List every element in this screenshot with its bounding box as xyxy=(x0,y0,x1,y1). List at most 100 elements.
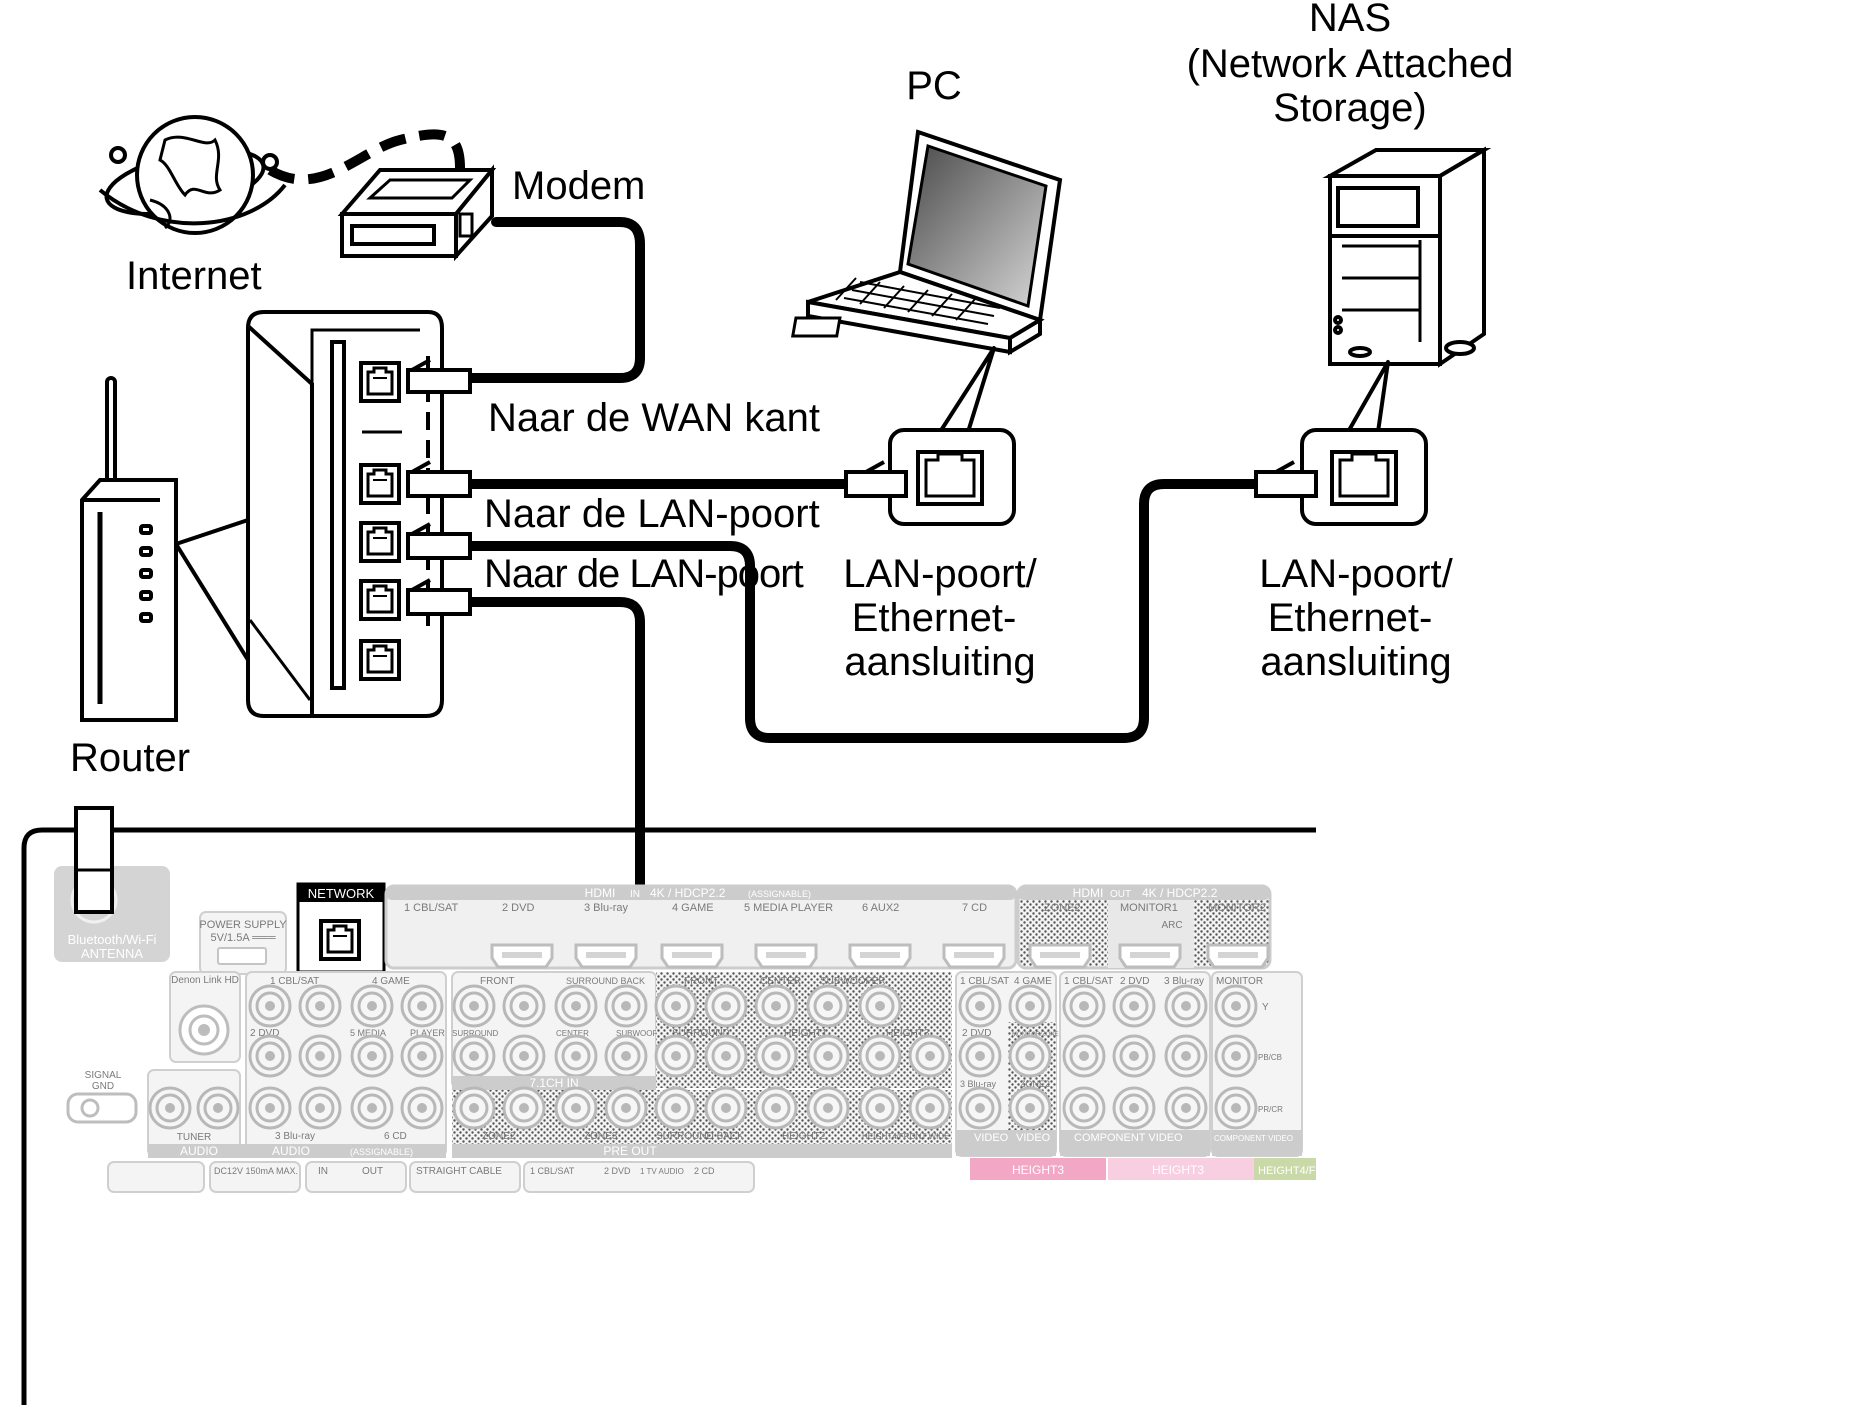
modem-label: Modem xyxy=(512,164,646,208)
denon-link-label: Denon Link HD xyxy=(171,975,239,986)
nas-label-line3: Storage) xyxy=(1273,86,1427,130)
power-supply-label-2: 5V/1.5A ═══ xyxy=(211,932,276,944)
pc-port-label-line2: Ethernet- xyxy=(851,596,1017,640)
nas-ethernet-port-box xyxy=(1254,428,1428,526)
nas-port-label-line3: aansluiting xyxy=(1260,640,1452,684)
video-3-label: 3 Blu-ray xyxy=(960,1079,997,1089)
wan-side-label: Naar de WAN kant xyxy=(488,396,820,440)
height3-r-label: HEIGHT3 xyxy=(1012,1163,1064,1177)
nas-tower-icon xyxy=(1322,146,1492,368)
video-out-label: VIDEO xyxy=(1016,1132,1051,1144)
pre-subwoofer-label: SUBWOOFER xyxy=(820,976,886,987)
bt-antenna-label-2: ANTENNA xyxy=(81,946,143,961)
signal-gnd-label-1: SIGNAL xyxy=(85,1070,122,1081)
audio-in-2-label: 2 DVD xyxy=(250,1028,279,1039)
surround-back-label: SURROUND BACK xyxy=(566,976,645,986)
zone3-label: ZONE3 xyxy=(584,1131,618,1142)
video-1-label: 1 CBL/SAT xyxy=(960,976,1009,987)
receiver-rear-panel: Bluetooth/Wi-Fi ANTENNA POWER SUPPLY 5V/… xyxy=(21,806,1323,1405)
video-4-label: 4 GAME xyxy=(1014,976,1052,987)
rj45-plug-icon xyxy=(1254,460,1318,498)
audio-in-6-label: 6 CD xyxy=(384,1131,407,1142)
hdmi-input-7-label: 7 CD xyxy=(962,902,987,914)
surround-label: SURROUND xyxy=(452,1029,498,1038)
router-label: Router xyxy=(70,736,191,780)
hdmi-output-2-label: MONITOR1 xyxy=(1120,902,1178,914)
audio-in-5-label: 5 MEDIA xyxy=(350,1028,386,1038)
cd-bottom-label: 2 CD xyxy=(694,1166,715,1176)
pre-front-label: FRONT xyxy=(684,976,718,987)
audio-in-4-label: 4 GAME xyxy=(372,976,410,987)
signal-gnd-label-2: GND xyxy=(92,1081,114,1092)
arc-label: ARC xyxy=(1161,920,1182,931)
network-port-label: NETWORK xyxy=(308,886,375,901)
globe-icon xyxy=(98,115,287,235)
comp-out-label: COMPONENT VIDEO xyxy=(1214,1134,1293,1143)
audio-in-player-label: PLAYER xyxy=(410,1028,445,1038)
front-label: FRONT xyxy=(480,976,514,987)
hdmi-input-2-label: 2 DVD xyxy=(502,902,534,914)
hdmi-input-1-label: 1 CBL/SAT xyxy=(404,902,458,914)
zone2-label: ZONE2 xyxy=(482,1131,516,1142)
ch71-in-label: 7.1CH IN xyxy=(529,1076,578,1090)
monitor-zone2-label: MONITOR/ZONE2 xyxy=(1012,1032,1063,1038)
cable-router-nas xyxy=(470,479,1256,743)
nas-port-label-line1: LAN-poort/ xyxy=(1259,552,1453,596)
height2-label: HEIGHT2 xyxy=(782,1131,826,1142)
tv-audio-label: 1 TV AUDIO xyxy=(640,1167,684,1176)
video-zone2-label: ZONE2 xyxy=(1020,1079,1050,1089)
height1-label: HEIGHT1 xyxy=(784,1028,828,1039)
height4-fr-label: HEIGHT4/FR xyxy=(1258,1165,1323,1177)
hdmi-out-label: HDMI xyxy=(1073,886,1104,900)
cbl-sat-bottom-label: 1 CBL/SAT xyxy=(530,1166,575,1176)
trigger-out-badge: OUT xyxy=(362,1166,383,1177)
rj45-plug-icon xyxy=(844,460,908,498)
pb-label: PB/CB xyxy=(1258,1053,1282,1062)
bt-antenna-label-1: Bluetooth/Wi-Fi xyxy=(68,932,157,947)
straight-cable-label: STRAIGHT CABLE xyxy=(416,1166,502,1177)
power-supply-label-1: POWER SUPPLY xyxy=(199,919,287,931)
hdmi-input-5-label: 5 MEDIA PLAYER xyxy=(744,902,833,914)
hdmi-input-3-label: 3 Blu-ray xyxy=(584,902,629,914)
laptop-icon xyxy=(790,129,1063,356)
monitor-label: MONITOR xyxy=(1216,976,1263,987)
cable-internet-modem xyxy=(267,129,465,185)
nas-port-label-line2: Ethernet- xyxy=(1267,596,1433,640)
hdmi-output-1-label: ZONE2 xyxy=(1044,902,1081,914)
subwoofer-label: SUBWOOFER xyxy=(616,1029,669,1038)
hdmi-in-badge: IN xyxy=(630,889,640,900)
internet-label: Internet xyxy=(126,254,262,298)
tuner-label: TUNER xyxy=(177,1132,211,1143)
rj45-plug-icon xyxy=(406,358,472,616)
router-callout xyxy=(174,518,250,662)
dvd-bottom-label: 2 DVD xyxy=(604,1166,631,1176)
lan-port-label-2: Naar de LAN-poort xyxy=(484,552,804,596)
audio-in-1-label: 1 CBL/SAT xyxy=(270,976,319,987)
pc-port-label-line1: LAN-poort/ xyxy=(843,552,1037,596)
height3-label: HEIGHT3 xyxy=(886,1028,930,1039)
audio-assignable-label: (ASSIGNABLE) xyxy=(350,1147,413,1157)
router-icon xyxy=(80,376,178,722)
pre-surround-back-label: SURROUND BACK xyxy=(656,1131,744,1142)
hdmi-output-3-label: MONITOR2 xyxy=(1208,902,1266,914)
comp-2-label: 2 DVD xyxy=(1120,976,1149,987)
pr-label: PR/CR xyxy=(1258,1105,1283,1114)
comp-3-label: 3 Blu-ray xyxy=(1164,976,1204,987)
height3-l-label: HEIGHT3 xyxy=(1152,1163,1204,1177)
modem-icon xyxy=(337,164,497,262)
nas-label-line1: NAS xyxy=(1308,0,1392,40)
pc-port-label-line3: aansluiting xyxy=(844,640,1036,684)
pc-callout xyxy=(938,346,996,434)
pre-surround-label: SURROUND xyxy=(672,1028,730,1039)
hdmi-input-6-label: 6 AUX2 xyxy=(862,902,899,914)
lan-port-label-1: Naar de LAN-poort xyxy=(484,492,820,536)
hdmi-out-spec: 4K / HDCP2.2 xyxy=(1142,886,1218,900)
video-in-label: VIDEO xyxy=(974,1132,1009,1144)
hdmi-in-label: HDMI xyxy=(585,886,616,900)
audio-label-2: AUDIO xyxy=(272,1144,310,1158)
pc-label: PC xyxy=(906,64,962,108)
dc12v-label: DC12V 150mA MAX. xyxy=(214,1166,298,1176)
